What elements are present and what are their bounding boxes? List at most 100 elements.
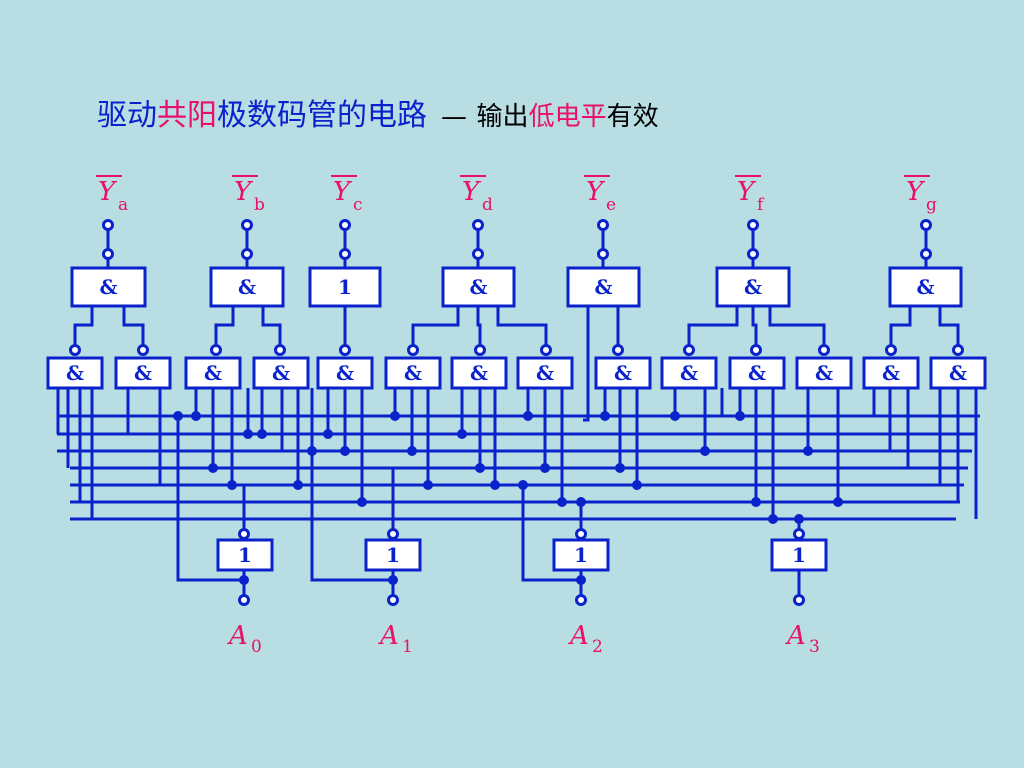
junction-dot — [388, 575, 398, 585]
output-gate-d-body — [441, 266, 516, 308]
junction-dot — [191, 411, 201, 421]
and-gate-1-symbol: & — [66, 361, 84, 385]
and-output-bubble — [210, 344, 222, 356]
inverter-gate-3-symbol: 1 — [574, 543, 588, 567]
inverter-gate-3-body — [552, 538, 610, 572]
junction-dots — [173, 411, 843, 585]
input-loop — [521, 485, 581, 582]
output-label-c: Y — [333, 177, 353, 207]
wiring — [56, 230, 980, 596]
junction-dot — [390, 411, 400, 421]
and-output-bubble — [137, 344, 149, 356]
junction-dot — [307, 446, 317, 456]
title-part-3: 极数码管的电路 — [217, 98, 427, 133]
output-gate-f-body — [715, 266, 791, 308]
junction-dot — [557, 497, 567, 507]
and-to-output-wire — [768, 306, 826, 345]
and-to-output-wire — [214, 306, 235, 345]
input-label-sub-0: 0 — [251, 637, 262, 657]
and-gate-14-body — [929, 356, 987, 390]
and-gate-12-symbol: & — [815, 361, 833, 385]
inverter-gate-1-body — [216, 538, 274, 572]
output-label-sub-b: b — [254, 195, 265, 215]
output-gate-g: & — [888, 266, 963, 308]
output-gate-c: 1 — [308, 266, 382, 308]
junction-dot — [803, 446, 813, 456]
output-terminal-b — [241, 219, 253, 231]
and-gate-13: & — [862, 356, 920, 390]
and-gate-10: & — [660, 356, 718, 390]
input-terminal-A0 — [238, 594, 250, 606]
junction-dot — [257, 429, 267, 439]
and-gate-4-body — [252, 356, 310, 390]
input-terminal-A2 — [575, 594, 587, 606]
and-gate-14-symbol: & — [949, 361, 967, 385]
input-label-A1: A — [378, 621, 399, 651]
junction-dot — [794, 514, 804, 524]
junction-dot — [576, 575, 586, 585]
and-gate-4-symbol: & — [272, 361, 290, 385]
junction-dot — [576, 497, 586, 507]
output-label-sub-a: a — [118, 195, 128, 215]
and-gate-3-symbol: & — [204, 361, 222, 385]
junction-dot — [632, 480, 642, 490]
output-gate-a-symbol: & — [99, 275, 117, 299]
output-gate-g-symbol: & — [916, 275, 934, 299]
and-gate-7: & — [450, 356, 508, 390]
and-output-bubble — [885, 344, 897, 356]
output-bubble-c — [339, 248, 351, 260]
and-gate-7-symbol: & — [470, 361, 488, 385]
title-suffix-1: 输出 — [476, 102, 529, 132]
and-gate-10-body — [660, 356, 718, 390]
output-terminal-e — [597, 219, 609, 231]
junction-dot — [768, 514, 778, 524]
diagram-title: 驱动共阳极数码管的电路— 输出低电平有效 — [97, 96, 659, 137]
junction-dot — [323, 429, 333, 439]
junction-dot — [523, 411, 533, 421]
and-gate-7-body — [450, 356, 508, 390]
output-gate-f-symbol: & — [744, 275, 762, 299]
output-gate-e-symbol: & — [594, 275, 612, 299]
output-bubble-d — [472, 248, 484, 260]
junction-dot — [423, 480, 433, 490]
and-output-bubble — [818, 344, 830, 356]
and-gate-13-symbol: & — [882, 361, 900, 385]
output-label-sub-e: e — [606, 195, 616, 215]
inverter-gate-3: 1 — [552, 538, 610, 572]
and-gate-2-body — [114, 356, 172, 390]
and-to-output-wire — [687, 306, 739, 345]
title-part-1: 驱动 — [97, 98, 157, 133]
junction-dot — [340, 446, 350, 456]
junction-dot — [670, 411, 680, 421]
and-gate-2: & — [114, 356, 172, 390]
and-gate-13-body — [862, 356, 920, 390]
junction-dot — [293, 480, 303, 490]
input-label-sub-3: 3 — [809, 637, 820, 657]
and-to-output-wire — [889, 306, 912, 345]
output-bubble-e — [597, 248, 609, 260]
input-label-sub-2: 2 — [592, 637, 603, 657]
and-to-output-wire — [751, 306, 758, 345]
and-gate-2-symbol: & — [134, 361, 152, 385]
output-terminal-f — [747, 219, 759, 231]
output-bubble-g — [920, 248, 932, 260]
and-to-output-wire — [411, 306, 460, 345]
inverter-gate-2-symbol: 1 — [386, 543, 400, 567]
and-output-bubble — [69, 344, 81, 356]
and-output-bubble — [683, 344, 695, 356]
junction-dot — [735, 411, 745, 421]
output-gate-a-body — [70, 266, 147, 308]
and-gate-5-body — [316, 356, 374, 390]
junction-dot — [833, 497, 843, 507]
output-gate-a: & — [70, 266, 147, 308]
output-gate-g-body — [888, 266, 963, 308]
output-gate-c-body — [308, 266, 382, 308]
and-gate-8: & — [516, 356, 574, 390]
input-label-A2: A — [568, 621, 589, 651]
and-gate-6: & — [384, 356, 442, 390]
output-gate-b: & — [209, 266, 285, 308]
and-to-output-wire — [476, 306, 482, 345]
output-label-e: Y — [586, 177, 606, 207]
